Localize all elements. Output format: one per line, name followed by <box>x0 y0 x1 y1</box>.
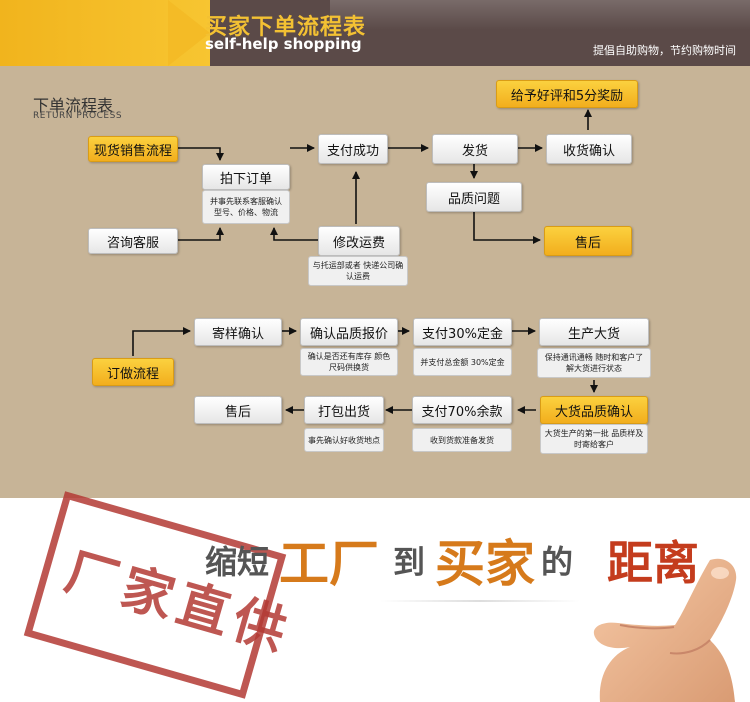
section-title: 下单流程表 <box>33 96 114 115</box>
slogan-part-5: 的 <box>541 543 574 581</box>
header-tagline: 提倡自助购物，节约购物时间 <box>593 44 736 57</box>
place-order-box: 拍下订单 <box>202 164 290 190</box>
balance-payment-note: 收到货款准备发货 <box>412 428 512 452</box>
production-note-text: 保持通讯通畅 随时和客户了解大货进行状态 <box>544 353 644 373</box>
balance-payment-note-text: 收到货款准备发货 <box>430 435 494 445</box>
good-review-reward-box: 给予好评和5分奖励 <box>496 80 638 108</box>
after-sales-box-2: 售后 <box>194 396 282 424</box>
place-order-note-text: 并事先联系客服确认 型号、价格、物流 <box>210 197 282 217</box>
modify-freight-box: 修改运费 <box>318 226 400 256</box>
slogan-part-1: 缩短 <box>205 543 270 581</box>
header-gloss <box>330 0 750 30</box>
sample-confirm-box: 寄样确认 <box>194 318 282 346</box>
consult-service-box: 咨询客服 <box>88 228 178 254</box>
header-banner: 买家下单流程表 self-help shopping 提倡自助购物，节约购物时间 <box>0 0 750 66</box>
ship-box: 发货 <box>432 134 518 164</box>
quote-confirm-note-text: 确认是否还有库存 颜色尺码供换货 <box>307 352 391 372</box>
slogan-part-4: 买家 <box>435 535 536 593</box>
modify-freight-note-text: 与托运部或者 快递公司确认运费 <box>312 261 404 281</box>
deposit-payment-box: 支付30%定金 <box>413 318 512 346</box>
section-subtitle: RETURN PROCESS <box>33 111 123 121</box>
quality-issue-box: 品质问题 <box>426 182 522 212</box>
hand-gesture-icon <box>593 558 737 702</box>
quote-confirm-note: 确认是否还有库存 颜色尺码供换货 <box>300 348 398 376</box>
slogan-part-6: 距离 <box>607 536 700 590</box>
place-order-note: 并事先联系客服确认 型号、价格、物流 <box>202 190 290 224</box>
payment-success-box: 支付成功 <box>318 134 388 164</box>
slogan-part-3: 到 <box>393 543 426 581</box>
header-subtitle: self-help shopping <box>205 35 362 53</box>
confirm-receipt-box: 收货确认 <box>546 134 632 164</box>
deposit-payment-note-text: 并支付总金额 30%定金 <box>420 357 505 367</box>
after-sales-box-1: 售后 <box>544 226 632 256</box>
spot-sale-process-box: 现货销售流程 <box>88 136 178 162</box>
modify-freight-note: 与托运部或者 快递公司确认运费 <box>308 256 408 286</box>
balance-payment-box: 支付70%余款 <box>412 396 512 424</box>
production-box: 生产大货 <box>539 318 649 346</box>
slogan-underline <box>380 600 580 602</box>
slogan: 缩短 工厂 到 买家 的 距离 <box>205 524 699 596</box>
bulk-quality-confirm-box: 大货品质确认 <box>540 396 648 424</box>
custom-order-process-box: 订做流程 <box>92 358 174 386</box>
header-arrow-shape <box>168 0 210 66</box>
packing-shipping-box: 打包出货 <box>304 396 384 424</box>
deposit-payment-note: 并支付总金额 30%定金 <box>413 348 512 376</box>
packing-shipping-note-text: 事先确认好收货地点 <box>308 435 380 445</box>
quote-confirm-box: 确认品质报价 <box>300 318 398 346</box>
packing-shipping-note: 事先确认好收货地点 <box>304 428 384 452</box>
bulk-quality-note-text: 大货生产的第一批 品质样及时寄给客户 <box>544 429 644 449</box>
bulk-quality-note: 大货生产的第一批 品质样及时寄给客户 <box>540 424 648 454</box>
slogan-part-2: 工厂 <box>279 535 380 593</box>
production-note: 保持通讯通畅 随时和客户了解大货进行状态 <box>537 348 651 378</box>
header-title: 买家下单流程表 <box>205 15 367 40</box>
